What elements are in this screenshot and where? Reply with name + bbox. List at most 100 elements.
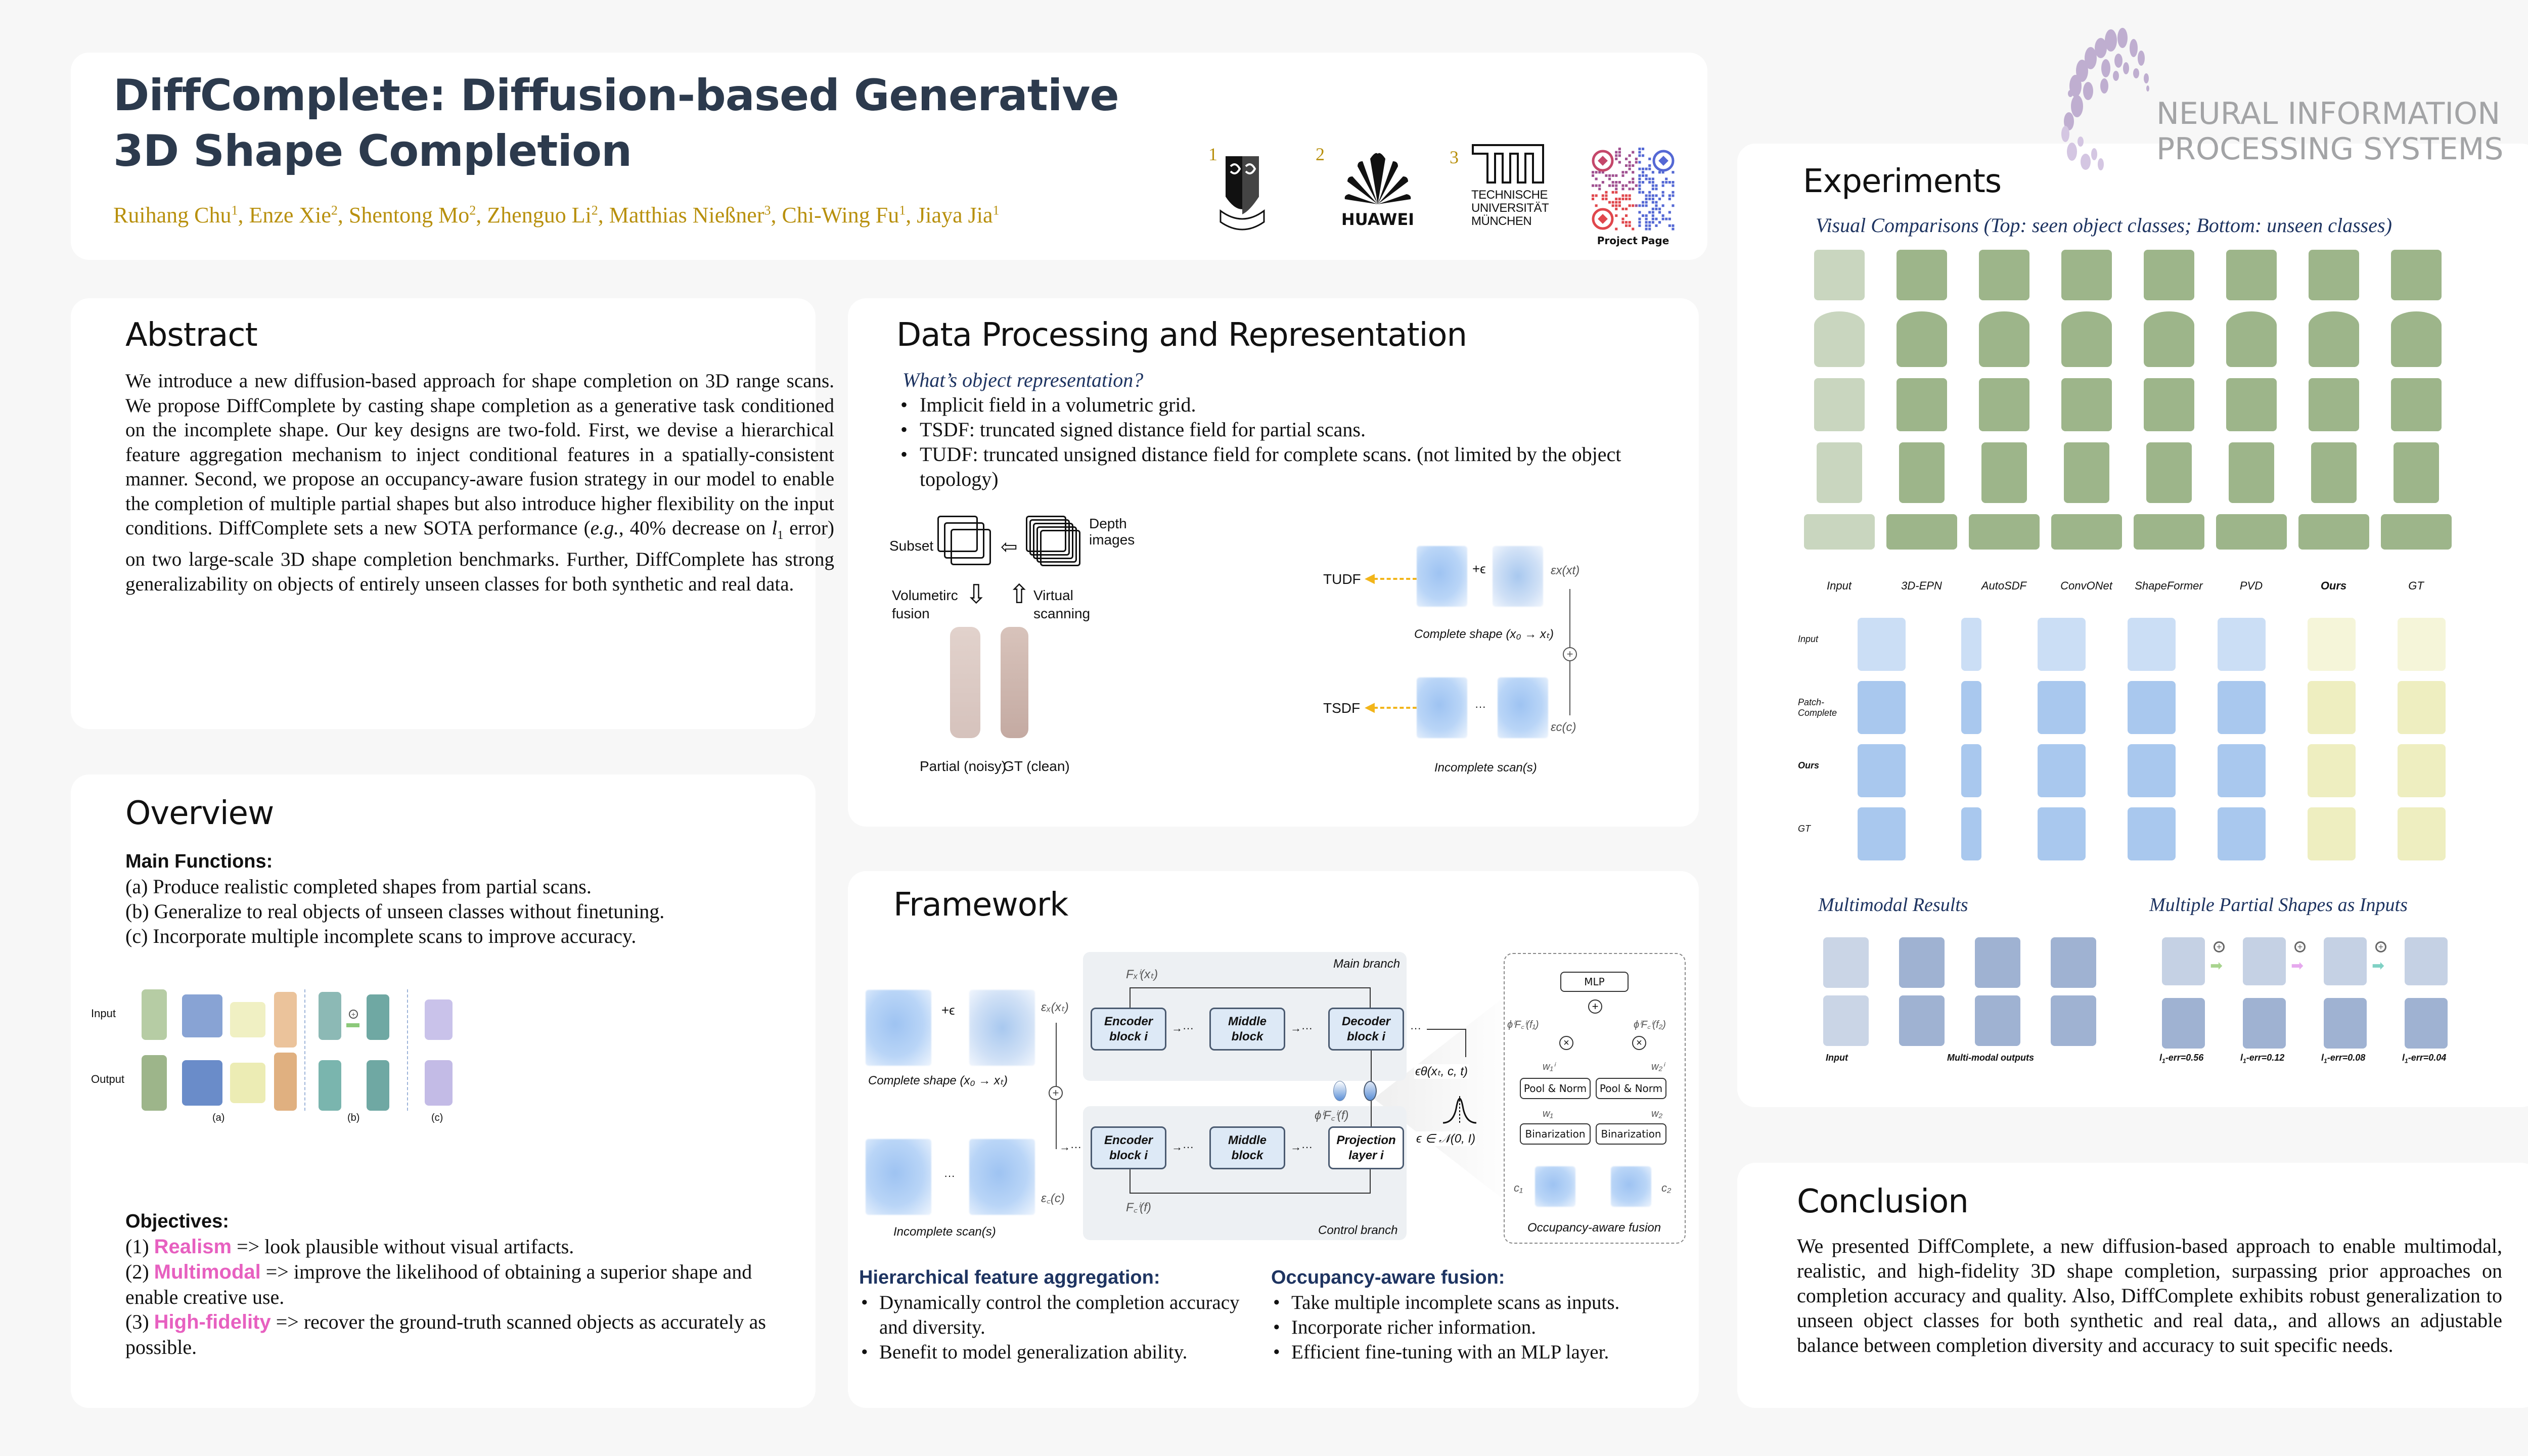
output-bin-purple [425,1060,453,1106]
figure-label-c: (c) [431,1112,443,1123]
depth-frames-icon [1026,516,1087,571]
neurips-wordmark-line: NEURAL INFORMATION [2156,96,2501,131]
input-bin-purple [425,999,453,1040]
control-switch-icon-1[interactable] [1333,1081,1346,1101]
author-name: Chi-Wing Fu [782,203,899,228]
plus-circle-icon: + [2375,941,2386,952]
shape-render-side-table [1896,250,1947,300]
author-separator: , [598,203,609,228]
unseen-shape-render [1857,744,1906,797]
l1-error-label: l1-err=0.08 [2321,1053,2366,1065]
partial-input-render [2162,937,2205,985]
unseen-shape-render [2397,681,2446,734]
shape-render-side-table [2308,250,2359,300]
shape-render-bench [1886,514,1957,550]
shape-render-round-table [2061,311,2112,367]
shape-render-bench [1968,514,2040,550]
shape-render-round-table [2390,311,2442,367]
conclusion-heading: Conclusion [1797,1183,1969,1220]
dots-label: ··· [944,1169,955,1182]
completed-output-render [2162,998,2205,1049]
unseen-shape-render [2037,618,2086,671]
shape-render-bench [2298,514,2369,550]
author-separator: , [476,203,487,228]
plus-circle-icon: + [2214,941,2225,952]
arrow-dots: →··· [1171,1141,1194,1153]
w2-label: w₂ [1651,1108,1663,1119]
tudf-dashed-arrow [1374,578,1417,580]
framework-diagram: Main branch Control branch +ϵ Complete s… [848,871,1699,1255]
multimodal-input-label: Input [1826,1053,1848,1063]
left-hollow-arrow-icon: ⇦ [1001,536,1018,558]
output-sofa-yellow [230,1063,265,1103]
shape-render-round-table [2308,311,2359,367]
row-label-output: Output [91,1073,125,1085]
l1-error-label: l1-err=0.04 [2402,1053,2447,1065]
phi1-label: ϕⁱF꜀ⁱ(f₁) [1507,1019,1539,1030]
author-affiliation: 2 [469,203,476,218]
w1i-label: w₁ⁱ [1543,1061,1555,1072]
shape-render-chair [2143,378,2194,431]
complete-shape-label: Complete shape (x₀ → xₜ) [1414,627,1554,641]
input-chair-fused-teal [367,994,389,1040]
visual-comparisons-title: Visual Comparisons (Top: seen object cla… [1816,214,2392,237]
merge-arrow-icon: ➡ [2372,958,2385,974]
unseen-shape-render [1857,807,1906,860]
tsdf-label: TSDF [1323,700,1361,716]
figure-label-b: (b) [347,1112,360,1123]
up-hollow-arrow-icon: ⇧ [1008,580,1030,609]
method-label: Ours [2320,579,2347,592]
neurips-dots-icon [2061,28,2149,170]
project-page-qr-code[interactable] [1588,146,1679,233]
shape-render-chair [2226,378,2277,431]
author-affiliation: 2 [331,203,338,218]
shape-render-chair [1978,378,2029,431]
author-affiliation: 1 [231,203,238,218]
unseen-shape-render [1961,618,1981,671]
noise-distribution-label: ϵ ∈ 𝒩(0, I) [1415,1131,1477,1146]
figure-label-a: (a) [212,1112,225,1123]
multiple-partial-title: Multiple Partial Shapes as Inputs [2149,894,2408,916]
gt-clean-label: GT (clean) [1003,758,1070,774]
shape-render-round-table [1978,311,2029,367]
method-label: ShapeFormer [2135,579,2203,592]
shape-render-round-table [2143,311,2194,367]
unseen-shape-render [2127,618,2176,671]
partial-noisy-label: Partial (noisy) [920,758,1007,774]
unseen-shape-render [2307,618,2356,671]
c1-label: c₁ [1514,1181,1523,1194]
pool-norm-box-2: Pool & Norm [1596,1078,1666,1099]
method-label: PVD [2239,579,2263,592]
tum-wordmark-line: UNIVERSITÄT [1471,201,1549,215]
function-c: (c) Incorporate multiple incomplete scan… [125,925,637,947]
author-separator: , [238,203,249,228]
shape-render-bookshelf [1981,442,2027,503]
shape-render-side-table [1978,250,2029,300]
shape-render-bookshelf [2228,442,2274,503]
author-affiliation: 1 [899,203,906,218]
control-switch-icon-2[interactable] [1364,1081,1377,1101]
output-table-blue [182,1060,222,1106]
occupancy-fusion-section: Occupancy-aware fusion: Take multiple in… [1271,1265,1691,1364]
row-label-input: Input [91,1007,116,1020]
subset-frames-icon [937,516,998,571]
output-chair-green [142,1055,167,1111]
output-connector [1427,1029,1466,1057]
encoder-block-top: Encoder block i [1091,1008,1166,1051]
shape-render-bookshelf [1816,442,1862,503]
unseen-shape-render [2217,681,2266,734]
incomplete-scans-label: Incomplete scan(s) [1434,761,1537,775]
representation-bullets: Implicit field in a volumetric grid. TSD… [898,392,1677,491]
qr-label: Project Page [1597,235,1669,247]
unseen-shape-render [2397,618,2446,671]
complete-shape-cube [866,990,931,1066]
shape-render-side-table [2061,250,2112,300]
input-chair-green [142,989,167,1040]
shape-render-bench [2216,514,2287,550]
author-name: Shentong Mo [348,203,470,228]
method-label: AutoSDF [1981,579,2027,592]
